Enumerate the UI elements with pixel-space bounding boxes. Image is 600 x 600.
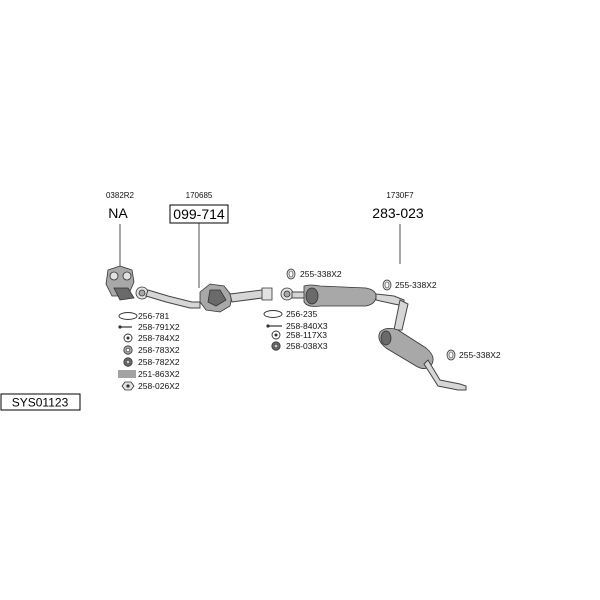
left-part-4[interactable]: 258-782X2 xyxy=(138,357,180,367)
spring-washer-icon xyxy=(123,345,133,355)
system-code: SYS01123 xyxy=(12,396,69,410)
catalytic-converter-drawing xyxy=(135,283,273,313)
silencer-drawing xyxy=(280,284,467,391)
ref-label-1730f7: 1730F7 xyxy=(386,191,414,200)
washer-icon xyxy=(271,330,281,340)
clamp-label-3[interactable]: 255-338X2 xyxy=(459,350,501,360)
clamp-2 xyxy=(382,279,392,291)
spring-icon xyxy=(118,370,136,378)
ref-label-0382r2: 0382R2 xyxy=(106,191,135,200)
hex-nut-icon xyxy=(121,381,135,391)
middle-part-1[interactable]: 258-840X3 xyxy=(286,321,328,331)
system-code-box xyxy=(0,393,81,411)
bolt-icon xyxy=(266,324,282,328)
gasket-ring-icon xyxy=(263,310,283,318)
clamp-3 xyxy=(446,349,456,361)
middle-part-0[interactable]: 256-235 xyxy=(286,309,317,319)
middle-part-2[interactable]: 258-117X3 xyxy=(286,330,327,340)
nut-icon xyxy=(123,357,133,367)
part-number-099-714[interactable]: 099-714 xyxy=(173,206,225,222)
middle-part-3[interactable]: 258-038X3 xyxy=(286,341,328,351)
left-part-0[interactable]: 256-781 xyxy=(138,311,169,321)
gasket-ring-icon xyxy=(118,312,138,320)
part-number-283-023[interactable]: 283-023 xyxy=(372,205,424,221)
clamp-label-2[interactable]: 255-338X2 xyxy=(395,280,437,290)
left-part-2[interactable]: 258-784X2 xyxy=(138,333,180,343)
left-part-6[interactable]: 258-026X2 xyxy=(138,381,180,391)
left-part-1[interactable]: 258-791X2 xyxy=(138,322,180,332)
clamp-1 xyxy=(286,268,296,280)
clamp-label-1[interactable]: 255-338X2 xyxy=(300,269,342,279)
washer-icon xyxy=(123,333,133,343)
ref-label-170685: 170685 xyxy=(186,191,213,200)
part-number-na[interactable]: NA xyxy=(108,205,128,221)
bolt-icon xyxy=(118,325,132,329)
left-part-5[interactable]: 251-863X2 xyxy=(138,369,180,379)
left-part-3[interactable]: 258-783X2 xyxy=(138,345,180,355)
manifold-drawing xyxy=(105,265,135,301)
nut-icon xyxy=(271,341,281,351)
